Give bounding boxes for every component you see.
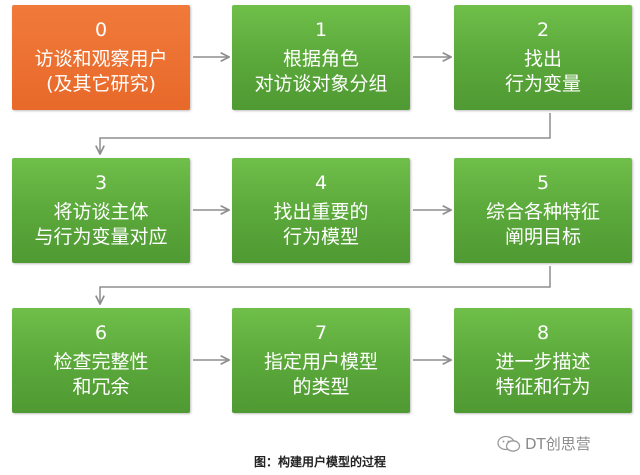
watermark-text: DT创思营 [525, 435, 591, 453]
step-5-line1: 综合各种特征 [485, 200, 600, 223]
step-0-line1: 访谈和观察用户 [34, 47, 168, 70]
step-7-line2: 的类型 [292, 375, 350, 398]
step-5-line2: 阐明目标 [504, 225, 581, 248]
step-7-box: 7 指定用户模型 的类型 [232, 308, 410, 413]
step-3-number: 3 [94, 171, 108, 194]
step-3-box: 3 将访谈主体 与行为变量对应 [12, 158, 190, 263]
arrow-5-to-6 [100, 266, 551, 303]
step-0-number: 0 [94, 18, 108, 41]
step-4-number: 4 [314, 171, 328, 194]
step-5-number: 5 [536, 171, 550, 194]
step-0-box: 0 访谈和观察用户 (及其它研究) [12, 5, 190, 110]
step-0-line2: (及其它研究) [46, 72, 156, 95]
step-1-number: 1 [314, 18, 328, 41]
step-1-line2: 对访谈对象分组 [254, 72, 388, 95]
watermark: DT创思营 [497, 433, 591, 454]
step-3-line2: 与行为变量对应 [34, 225, 168, 248]
step-2-number: 2 [536, 18, 550, 41]
step-8-line2: 特征和行为 [495, 375, 591, 398]
step-6-line1: 检查完整性 [53, 350, 149, 373]
step-2-line1: 找出 [523, 47, 562, 70]
step-6-line2: 和冗余 [72, 375, 130, 398]
figure-caption: 图：构建用户模型的过程 [253, 455, 386, 469]
arrow-2-to-3 [100, 113, 551, 153]
step-4-box: 4 找出重要的 行为模型 [232, 158, 410, 263]
step-4-line2: 行为模型 [282, 225, 359, 248]
step-8-box: 8 进一步描述 特征和行为 [454, 308, 632, 413]
step-8-number: 8 [536, 321, 550, 344]
step-7-line1: 指定用户模型 [263, 350, 378, 373]
step-3-line1: 将访谈主体 [53, 200, 149, 223]
step-1-box: 1 根据角色 对访谈对象分组 [232, 5, 410, 110]
step-1-line1: 根据角色 [282, 47, 359, 70]
step-8-line1: 进一步描述 [495, 350, 591, 373]
step-5-box: 5 综合各种特征 阐明目标 [454, 158, 632, 263]
step-6-number: 6 [94, 321, 108, 344]
step-7-number: 7 [314, 321, 328, 344]
step-6-box: 6 检查完整性 和冗余 [12, 308, 190, 413]
step-2-line2: 行为变量 [504, 72, 581, 95]
step-2-box: 2 找出 行为变量 [454, 5, 632, 110]
step-4-line1: 找出重要的 [273, 200, 369, 223]
wechat-icon [497, 435, 521, 452]
